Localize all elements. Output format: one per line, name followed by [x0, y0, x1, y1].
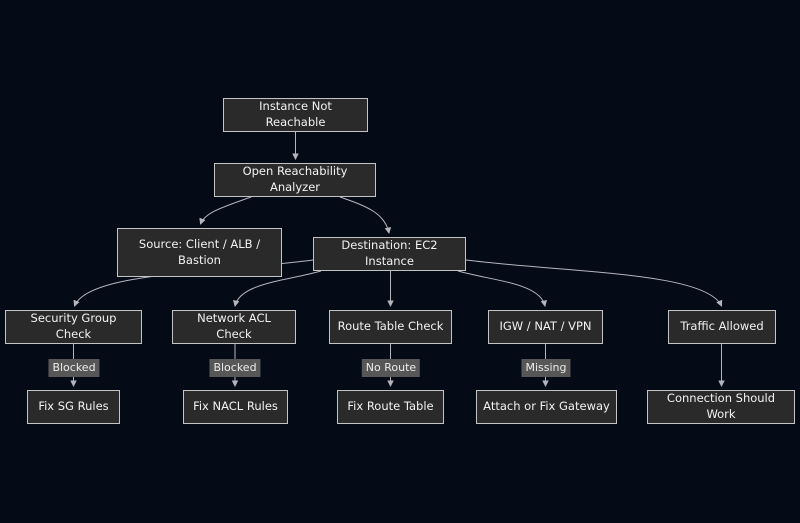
node-fix-route-table: Fix Route Table — [337, 390, 444, 424]
edge-destination-to-traffic-allowed — [465, 259, 723, 307]
node-fix-nacl-rules: Fix NACL Rules — [183, 390, 288, 424]
edge-destination-to-nacl-check — [233, 270, 322, 307]
node-security-group-check: Security Group Check — [5, 310, 142, 344]
edge-label-no-route: No Route — [361, 359, 421, 377]
node-connection-should-work: Connection Should Work — [647, 390, 795, 424]
node-igw-nat-vpn: IGW / NAT / VPN — [488, 310, 603, 344]
node-traffic-allowed: Traffic Allowed — [668, 310, 776, 344]
edge-label-missing: Missing — [521, 359, 571, 377]
edge-destination-to-igw — [457, 270, 547, 307]
edge-analyzer-to-source — [199, 196, 252, 225]
node-open-reachability-analyzer: Open Reachability Analyzer — [214, 163, 376, 197]
node-network-acl-check: Network ACL Check — [172, 310, 296, 344]
edge-label-blocked-nacl: Blocked — [209, 359, 261, 377]
edge-label-blocked-sg: Blocked — [48, 359, 100, 377]
node-attach-or-fix-gateway: Attach or Fix Gateway — [476, 390, 617, 424]
node-route-table-check: Route Table Check — [329, 310, 452, 344]
node-instance-not-reachable: Instance Not Reachable — [223, 98, 368, 132]
node-destination-ec2-instance: Destination: EC2 Instance — [313, 237, 466, 271]
node-source-client-alb-bastion: Source: Client / ALB / Bastion — [117, 228, 282, 277]
edge-analyzer-to-destination — [339, 196, 392, 234]
node-fix-sg-rules: Fix SG Rules — [27, 390, 120, 424]
